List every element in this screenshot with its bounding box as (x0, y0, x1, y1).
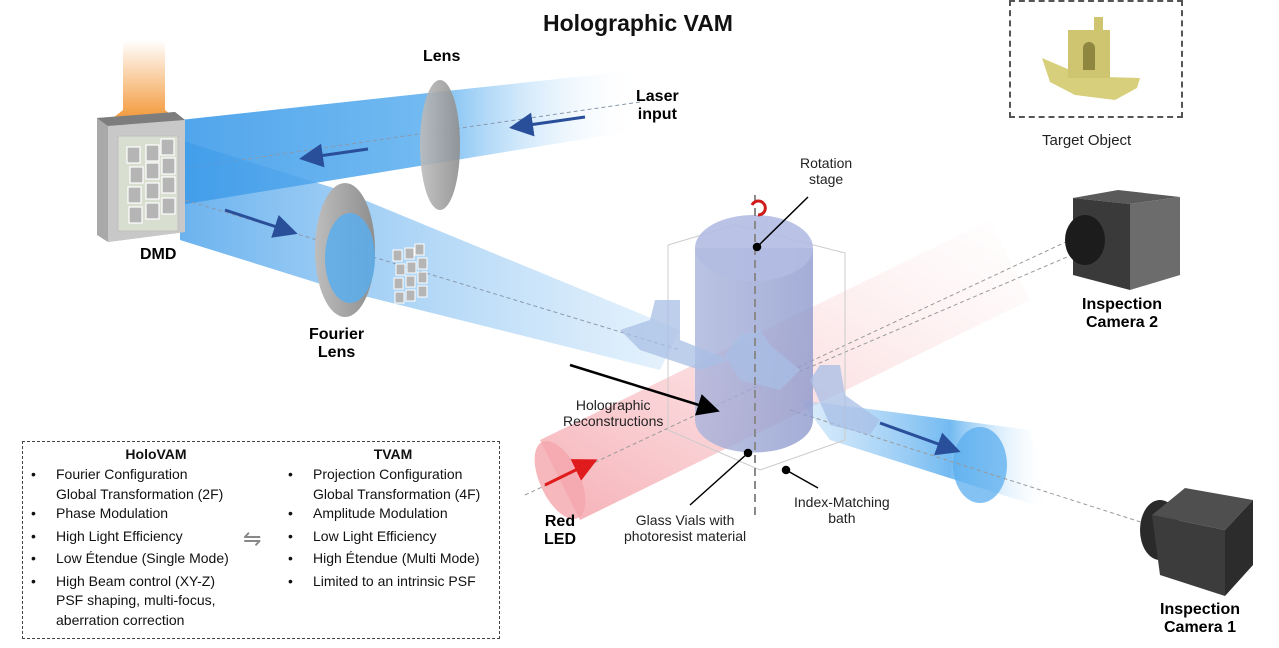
red-arrow (544, 459, 598, 487)
glass-vials-label: Glass Vials with photoresist material (624, 512, 746, 544)
tvam-item: • High Étendue (Multi Mode) (288, 549, 498, 569)
holographic-reconstructions (620, 300, 880, 435)
diagram-title: Holographic VAM (543, 10, 733, 36)
holovam-item-text: Low Étendue (Single Mode) (56, 550, 229, 566)
camera-2-axis (779, 244, 1096, 381)
dmd-label: DMD (140, 246, 177, 263)
fourier-lens-label: Fourier Lens (309, 326, 364, 363)
laser-input-label: Laser input (636, 88, 679, 125)
rotation-stage-label: Rotation stage (800, 155, 852, 187)
holovam-item: • High Beam control (XY-Z) PSF shaping, mu… (31, 572, 261, 631)
holovam-item-text: High Light Efficiency (56, 527, 183, 544)
lens-label: Lens (423, 48, 461, 65)
inspection-camera-2 (1065, 190, 1180, 290)
tvam-item: • Amplitude Modulation (288, 504, 498, 524)
bullet: • (288, 527, 293, 544)
rotation-stage-line-1: Rotation (800, 155, 853, 171)
tvam-item: • Limited to an intrinsic PSF (288, 572, 498, 592)
inspection-camera-1 (1140, 488, 1253, 596)
holovam-item-sub: Global Transformation (2F) (56, 485, 224, 502)
holovam-item-sub: aberration correction (56, 611, 185, 628)
tvam-item-text: Projection Configuration (313, 466, 463, 482)
bullet: • (31, 572, 36, 589)
laser-input-line-2: input (637, 106, 677, 124)
bullet: • (31, 550, 36, 566)
camera-1-line-1: Inspection (1160, 601, 1241, 618)
target-object-frame (1009, 0, 1183, 118)
index-matching-line-1: Index-Matching (794, 494, 890, 510)
fourier-plane-pattern (392, 243, 428, 304)
holovam-item-text: High Beam control (XY-Z) (56, 572, 215, 589)
red-led-line-1: Red (544, 513, 576, 530)
holovam-item-sub: PSF shaping, multi-focus, (56, 592, 216, 608)
target-object-boat (1042, 17, 1140, 100)
dmd-ribbon-cable (113, 40, 175, 118)
bullet: • (288, 572, 293, 589)
holo-recon-line-2: Reconstructions (563, 413, 664, 430)
index-matching-line-2: bath (828, 510, 856, 527)
target-object-label: Target Object (1042, 132, 1132, 149)
index-matching-label: Index-Matching bath (794, 494, 890, 526)
camera-2-label: Inspection Camera 2 (1082, 296, 1162, 333)
bullet: • (31, 466, 36, 482)
holovam-item-text: Phase Modulation (56, 505, 169, 521)
bullet: • (288, 466, 293, 482)
camera-2-line-2: Camera 2 (1085, 314, 1159, 332)
red-led-line-2: LED (544, 531, 576, 549)
fourier-lens-line-1: Fourier (309, 326, 365, 343)
laser-input-line-1: Laser (636, 88, 679, 105)
holographic-reconstructions-label: Holographic Reconstructions (563, 397, 663, 429)
holo-recon-line-1: Holographic (575, 397, 651, 413)
bullet: • (31, 505, 36, 521)
dmd-device (97, 40, 185, 242)
tvam-item-text: Limited to an intrinsic PSF (313, 572, 476, 589)
laser-input-beam (180, 70, 641, 205)
tvam-item: • Low Light Efficiency (288, 527, 498, 547)
tvam-item-text: Low Light Efficiency (313, 527, 437, 544)
tvam-item-sub: Global Transformation (4F) (313, 485, 481, 502)
bullet: • (288, 550, 293, 566)
fourier-lens-line-2: Lens (317, 344, 356, 362)
holovam-item: • Phase Modulation (31, 504, 261, 524)
holovam-item-text: Fourier Configuration (56, 466, 188, 482)
holovam-header: HoloVAM (125, 446, 187, 462)
camera-1-line-2: Camera 1 (1163, 619, 1237, 637)
annotation-leaders (569, 196, 819, 506)
glass-vials-line-1: Glass Vials with (635, 512, 735, 528)
bullet: • (31, 527, 36, 544)
modulated-beam (180, 140, 681, 370)
camera-2-line-1: Inspection (1082, 296, 1163, 313)
lens (420, 80, 460, 210)
bullet: • (288, 505, 293, 521)
camera-1-label: Inspection Camera 1 (1160, 601, 1240, 638)
tvam-item-text: Amplitude Modulation (313, 505, 448, 521)
red-led-label: Red LED (544, 513, 576, 550)
fourier-lens (315, 183, 375, 317)
holovam-item: • Low Étendue (Single Mode) (31, 549, 261, 569)
rotation-stage-line-2: stage (808, 171, 844, 188)
tvam-item-text: High Étendue (Multi Mode) (313, 550, 480, 566)
rotation-icon (750, 199, 767, 217)
tvam-header: TVAM (373, 446, 413, 462)
glass-vials-line-2: photoresist material (624, 528, 747, 545)
holovam-item: • High Light Efficiency (31, 527, 261, 547)
swap-arrows-icon: ⇋ (243, 526, 262, 551)
